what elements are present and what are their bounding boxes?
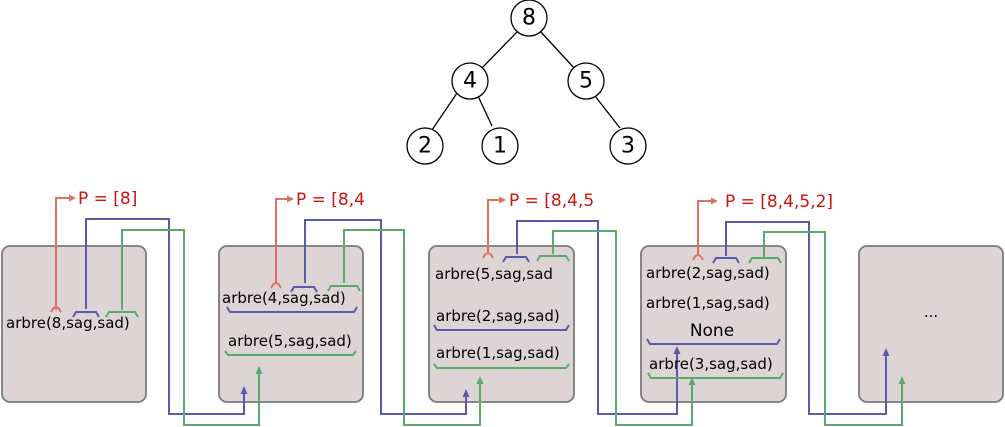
call-label: arbre(4,sag,sad) bbox=[222, 289, 346, 307]
p-label-2: P = [8,4 bbox=[296, 190, 365, 210]
p-path-1 bbox=[55, 197, 72, 310]
call-label: arbre(5,sag,sad) bbox=[228, 332, 352, 350]
p-arrowhead-1 bbox=[69, 194, 76, 202]
call-frame-3 bbox=[428, 245, 575, 403]
call-frame-2 bbox=[218, 245, 364, 403]
sad-path-2 bbox=[343, 229, 481, 426]
call-label: ... bbox=[924, 303, 938, 321]
p-path-4 bbox=[697, 200, 714, 255]
sag-underline-2 bbox=[226, 306, 358, 313]
sad-arrowhead-3 bbox=[688, 377, 696, 385]
p-bracket-4 bbox=[692, 254, 704, 261]
sag-path-1 bbox=[85, 218, 245, 415]
sag-paths bbox=[72, 218, 890, 415]
sad-arrowhead-4 bbox=[898, 376, 906, 384]
tree-node-1: 1 bbox=[481, 127, 519, 165]
tree-node-8: 8 bbox=[510, 0, 548, 37]
sad-bracket-1 bbox=[105, 311, 139, 318]
call-label: arbre(2,sag,sad) bbox=[436, 307, 560, 325]
tree-edge-5-3 bbox=[594, 95, 621, 129]
sad-path-3 bbox=[552, 230, 693, 426]
call-label: arbre(5,sag,sad bbox=[435, 265, 553, 283]
sad-bracket-3 bbox=[536, 255, 570, 262]
tree-node-label: 3 bbox=[621, 134, 635, 159]
tree-node-label: 8 bbox=[522, 6, 536, 31]
sag-bracket-2 bbox=[290, 286, 318, 293]
tree-node-4: 4 bbox=[451, 62, 489, 100]
sad-paths bbox=[105, 229, 906, 426]
sad-underline-2 bbox=[224, 350, 357, 356]
call-frames bbox=[1, 245, 1004, 403]
sad-bracket-4 bbox=[748, 257, 782, 264]
sag-arrowhead-3 bbox=[673, 346, 681, 354]
p-path-3 bbox=[487, 199, 502, 253]
tree-node-label: 1 bbox=[493, 134, 507, 159]
sad-path-1 bbox=[121, 229, 260, 426]
sad-arrowhead-2 bbox=[476, 376, 484, 384]
call-labels: arbre(8,sag,sad) arbre(4,sag,sad) arbre(… bbox=[6, 264, 938, 373]
binary-tree: 8 4 5 2 1 3 bbox=[406, 0, 647, 165]
sag-path-3 bbox=[516, 220, 678, 415]
sag-bracket-3 bbox=[502, 256, 530, 263]
tree-node-5: 5 bbox=[567, 62, 605, 100]
sag-underline-3 bbox=[433, 324, 570, 331]
tree-node-3: 3 bbox=[609, 127, 647, 165]
p-bracket-2 bbox=[270, 282, 282, 289]
p-bracket-1 bbox=[50, 306, 62, 313]
sad-arrowhead-1 bbox=[255, 366, 263, 374]
tree-edge-8-4 bbox=[479, 30, 519, 71]
sag-arrowhead-2 bbox=[462, 389, 470, 397]
p-labels: P = [8] P = [8,4 P = [8,4,5 P = [8,4,5,2… bbox=[78, 189, 833, 212]
p-paths bbox=[50, 194, 718, 313]
call-frame-1 bbox=[1, 245, 147, 403]
p-arrowhead-3 bbox=[499, 196, 506, 204]
sad-underline-3 bbox=[433, 363, 570, 369]
sag-bracket-1 bbox=[72, 311, 100, 318]
sag-path-2 bbox=[304, 219, 467, 415]
sad-path-4 bbox=[763, 231, 903, 426]
p-label-3: P = [8,4,5 bbox=[509, 191, 594, 211]
tree-node-2: 2 bbox=[406, 127, 444, 165]
p-arrowhead-2 bbox=[287, 195, 294, 203]
tree-edge-4-2 bbox=[431, 92, 458, 131]
call-label: arbre(2,sag,sad) bbox=[646, 264, 770, 282]
tree-edge-4-1 bbox=[477, 95, 493, 127]
sag-arrowhead-1 bbox=[240, 386, 248, 394]
tree-edge-8-5 bbox=[539, 30, 576, 70]
p-path-2 bbox=[275, 198, 290, 283]
tree-node-label: 2 bbox=[418, 134, 432, 159]
call-label: arbre(1,sag,sad) bbox=[436, 344, 560, 362]
p-arrowhead-4 bbox=[711, 197, 718, 205]
call-frame-5 bbox=[858, 245, 1004, 403]
tree-node-label: 5 bbox=[579, 69, 593, 94]
sag-underline-4 bbox=[646, 338, 781, 345]
call-label: arbre(1,sag,sad) bbox=[646, 294, 770, 312]
sad-bracket-2 bbox=[327, 285, 361, 292]
sad-underline-4 bbox=[647, 372, 784, 379]
sag-path-4 bbox=[725, 221, 887, 415]
p-bracket-3 bbox=[482, 252, 494, 259]
p-label-4: P = [8,4,5,2] bbox=[725, 192, 833, 212]
call-label: arbre(3,sag,sad) bbox=[649, 355, 773, 373]
call-label: None bbox=[690, 321, 734, 341]
call-label: arbre(8,sag,sad) bbox=[6, 314, 130, 332]
sag-arrowhead-4 bbox=[882, 348, 890, 356]
sag-bracket-4 bbox=[712, 257, 740, 264]
p-label-1: P = [8] bbox=[78, 189, 137, 209]
tree-node-label: 4 bbox=[463, 69, 477, 94]
